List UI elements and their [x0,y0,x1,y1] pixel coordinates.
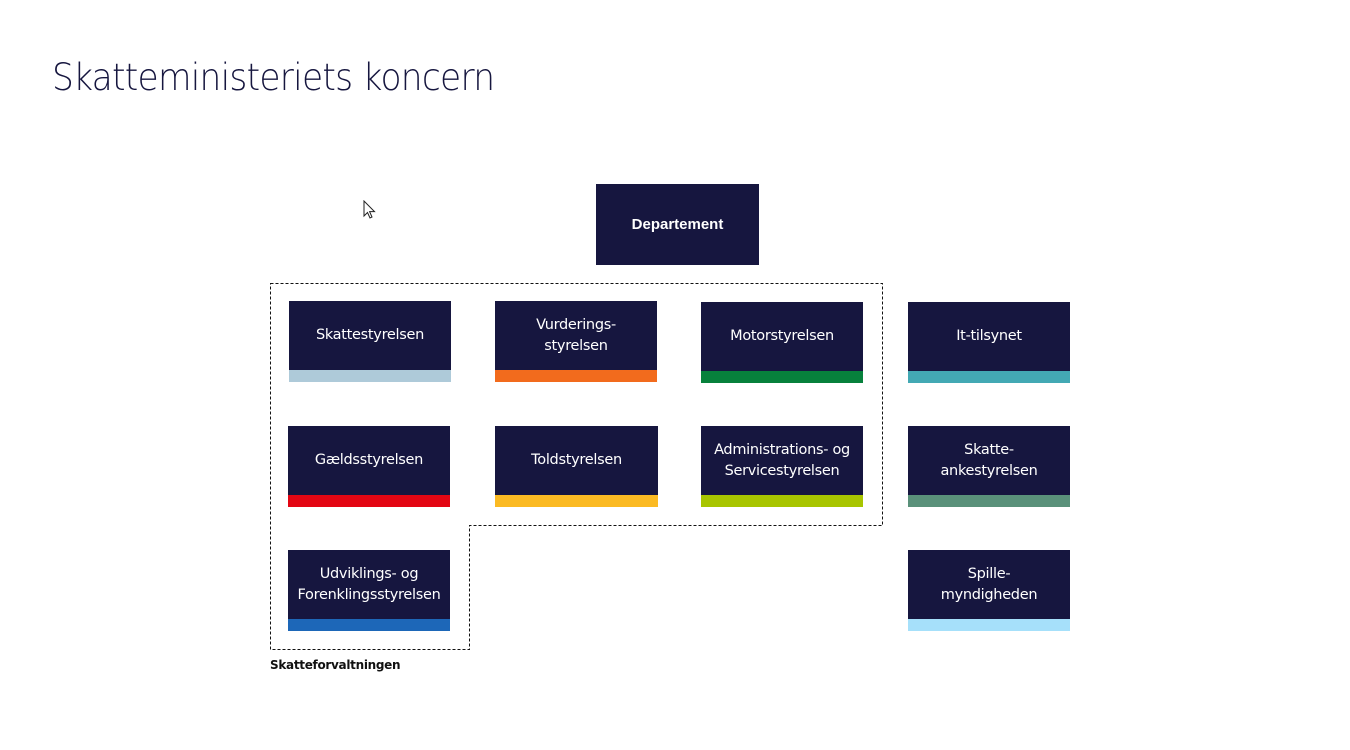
agency-gaeldsstyrelsen: Gældsstyrelsen [288,426,450,507]
agency-skattestyrelsen: Skattestyrelsen [289,301,451,382]
group-label-skatteforvaltningen: Skatteforvaltningen [270,658,401,672]
agency-label: Skattestyrelsen [315,327,425,343]
agency-administrations-og-servicestyrelsen: Administrations- og Servicestyrelsen [701,426,863,507]
agency-color-bar [288,495,450,507]
agency-label: Udviklings- og Forenklingsstyrelsen [297,565,441,603]
agency-color-bar [701,371,863,383]
agency-udviklings-og-forenklingsstyrelsen: Udviklings- og Forenklingsstyrelsen [288,550,450,631]
agency-color-bar [495,495,658,507]
agency-color-bar [701,495,863,507]
agency-label: Skatte- ankestyrelsen [940,441,1038,479]
agency-label: Toldstyrelsen [531,452,622,468]
agency-color-bar [288,619,450,631]
agency-color-bar [289,370,451,382]
agency-label: Gældsstyrelsen [314,452,424,468]
agency-color-bar [908,495,1070,507]
agency-label: Motorstyrelsen [730,328,834,344]
agency-skatteankestyrelsen: Skatte- ankestyrelsen [908,426,1070,507]
agency-vurderingsstyrelsen: Vurderings- styrelsen [495,301,657,382]
agency-label: Vurderings- styrelsen [536,316,616,354]
agency-motorstyrelsen: Motorstyrelsen [701,302,863,383]
agency-label: Administrations- og Servicestyrelsen [714,441,850,479]
page-title: Skatteministeriets koncern [52,56,495,99]
agency-toldstyrelsen: Toldstyrelsen [495,426,658,507]
agency-label: Spille- myndigheden [940,565,1038,603]
agency-spillemyndigheden: Spille- myndigheden [908,550,1070,631]
agency-it-tilsynet: It-tilsynet [908,302,1070,383]
agency-color-bar [908,371,1070,383]
mouse-cursor-icon [363,200,376,219]
agency-color-bar [908,619,1070,631]
department-box: Departement [596,184,759,265]
agency-color-bar [495,370,657,382]
agency-label: It-tilsynet [956,328,1022,344]
